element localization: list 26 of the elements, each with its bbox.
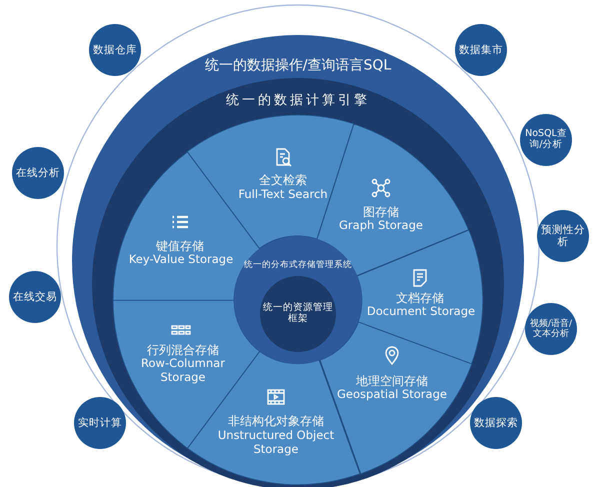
storage-name: 文档存储 bbox=[396, 290, 444, 306]
application-circle: 数据探索 bbox=[470, 397, 522, 449]
storage-name: 行列混合存储 bbox=[147, 342, 219, 358]
ring-label: 统一的数据操作/查询语言SQL bbox=[204, 58, 392, 74]
storage-english-name: Key-Value Storage bbox=[128, 253, 234, 267]
storage-name: 全文检索 bbox=[258, 172, 307, 188]
application-circle: 预测性分析 bbox=[537, 210, 589, 262]
storage-english-name: Full-Text Search bbox=[238, 188, 328, 202]
storage-name: 非结构化对象存储 bbox=[228, 414, 324, 428]
storage-english-name: Unstructured Object Storage bbox=[216, 429, 336, 457]
storage-english-name: Geospatial Storage bbox=[337, 388, 447, 402]
ring-label: 统一的分布式存储管理系统 bbox=[244, 260, 352, 270]
storage-english-name: Document Storage bbox=[366, 305, 476, 319]
application-circle: 数据仓库 bbox=[89, 24, 141, 76]
ring-label: 统一的数据计算引擎 bbox=[226, 93, 370, 109]
storage-name: 键值存储 bbox=[156, 238, 204, 254]
storage-name: 地理空间存储 bbox=[356, 374, 428, 388]
storage-english-name: Row-Columnar Storage bbox=[140, 357, 226, 385]
application-circle: 实时计算 bbox=[74, 397, 126, 449]
application-circle: 视频/语音/文本分析 bbox=[525, 303, 577, 355]
storage-name: 图存储 bbox=[362, 204, 399, 220]
storage-english-name: Graph Storage bbox=[339, 219, 423, 233]
application-circle: 数据集市 bbox=[455, 24, 507, 76]
application-circle: 在线分析 bbox=[12, 147, 64, 199]
application-circle: NoSQL查询/分析 bbox=[520, 114, 572, 166]
application-circle: 在线交易 bbox=[9, 271, 61, 323]
